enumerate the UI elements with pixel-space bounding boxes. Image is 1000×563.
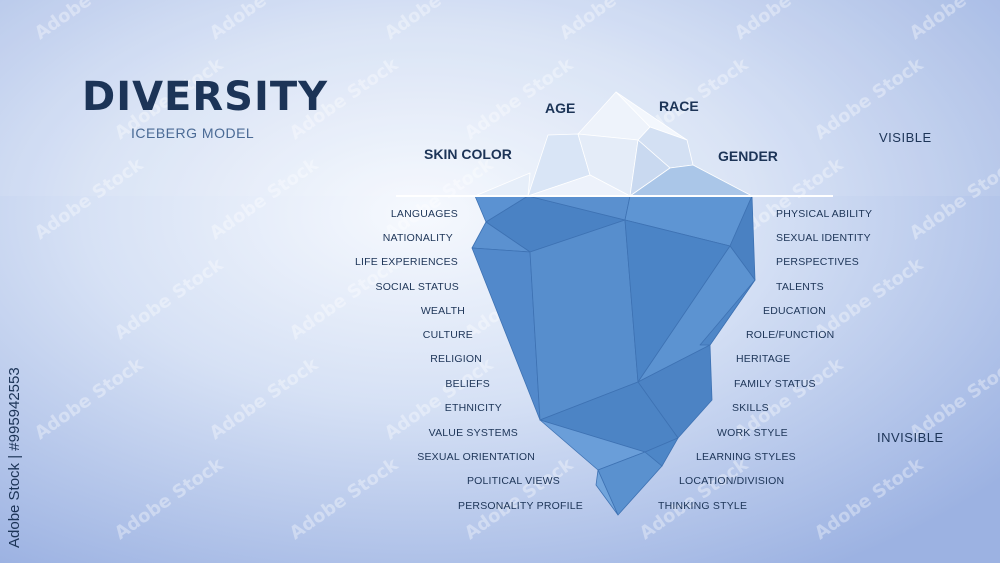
left-item: SEXUAL ORIENTATION (417, 451, 535, 463)
iceberg-tip (474, 91, 753, 197)
right-item: PHYSICAL ABILITY (776, 208, 873, 220)
left-item: VALUE SYSTEMS (428, 427, 518, 439)
right-item: SKILLS (732, 402, 769, 414)
left-item: CULTURE (422, 329, 473, 341)
left-item: LANGUAGES (390, 208, 458, 220)
invisible-label: INVISIBLE (877, 430, 944, 445)
visible-item-age: AGE (545, 100, 576, 116)
sky-band (0, 0, 1000, 196)
right-item: FAMILY STATUS (734, 378, 816, 390)
right-item: TALENTS (776, 281, 824, 293)
stock-id-watermark: Adobe Stock | #995942553 (6, 367, 23, 548)
sub-facet-11 (699, 279, 756, 346)
left-item: NATIONALITY (382, 232, 453, 244)
visible-item-skin-color: SKIN COLOR (424, 146, 512, 162)
right-item: EDUCATION (763, 305, 826, 317)
left-item: WEALTH (420, 305, 465, 317)
sub-facet-16 (644, 437, 679, 467)
right-item: LOCATION/DIVISION (679, 475, 785, 487)
left-item: ETHNICITY (444, 402, 502, 414)
visible-item-gender: GENDER (718, 148, 778, 164)
visible-item-race: RACE (659, 98, 699, 114)
right-item: SEXUAL IDENTITY (776, 232, 871, 244)
left-item: LIFE EXPERIENCES (355, 256, 458, 268)
right-item: PERSPECTIVES (776, 256, 859, 268)
right-item: WORK STYLE (717, 427, 788, 439)
left-item: BELIEFS (445, 378, 490, 390)
right-item: LEARNING STYLES (696, 451, 796, 463)
iceberg-submerged (471, 195, 756, 516)
right-item: HERITAGE (736, 353, 791, 365)
left-item: RELIGION (430, 353, 482, 365)
left-item: PERSONALITY PROFILE (458, 500, 583, 512)
right-item: ROLE/FUNCTION (746, 329, 835, 341)
sub-facet-17 (595, 469, 619, 516)
page-subtitle: ICEBERG MODEL (131, 125, 255, 141)
visible-label: VISIBLE (879, 130, 932, 145)
page-title: DIVERSITY (82, 74, 329, 120)
left-item: POLITICAL VIEWS (466, 475, 560, 487)
right-item: THINKING STYLE (658, 500, 748, 512)
left-item: SOCIAL STATUS (375, 281, 459, 293)
